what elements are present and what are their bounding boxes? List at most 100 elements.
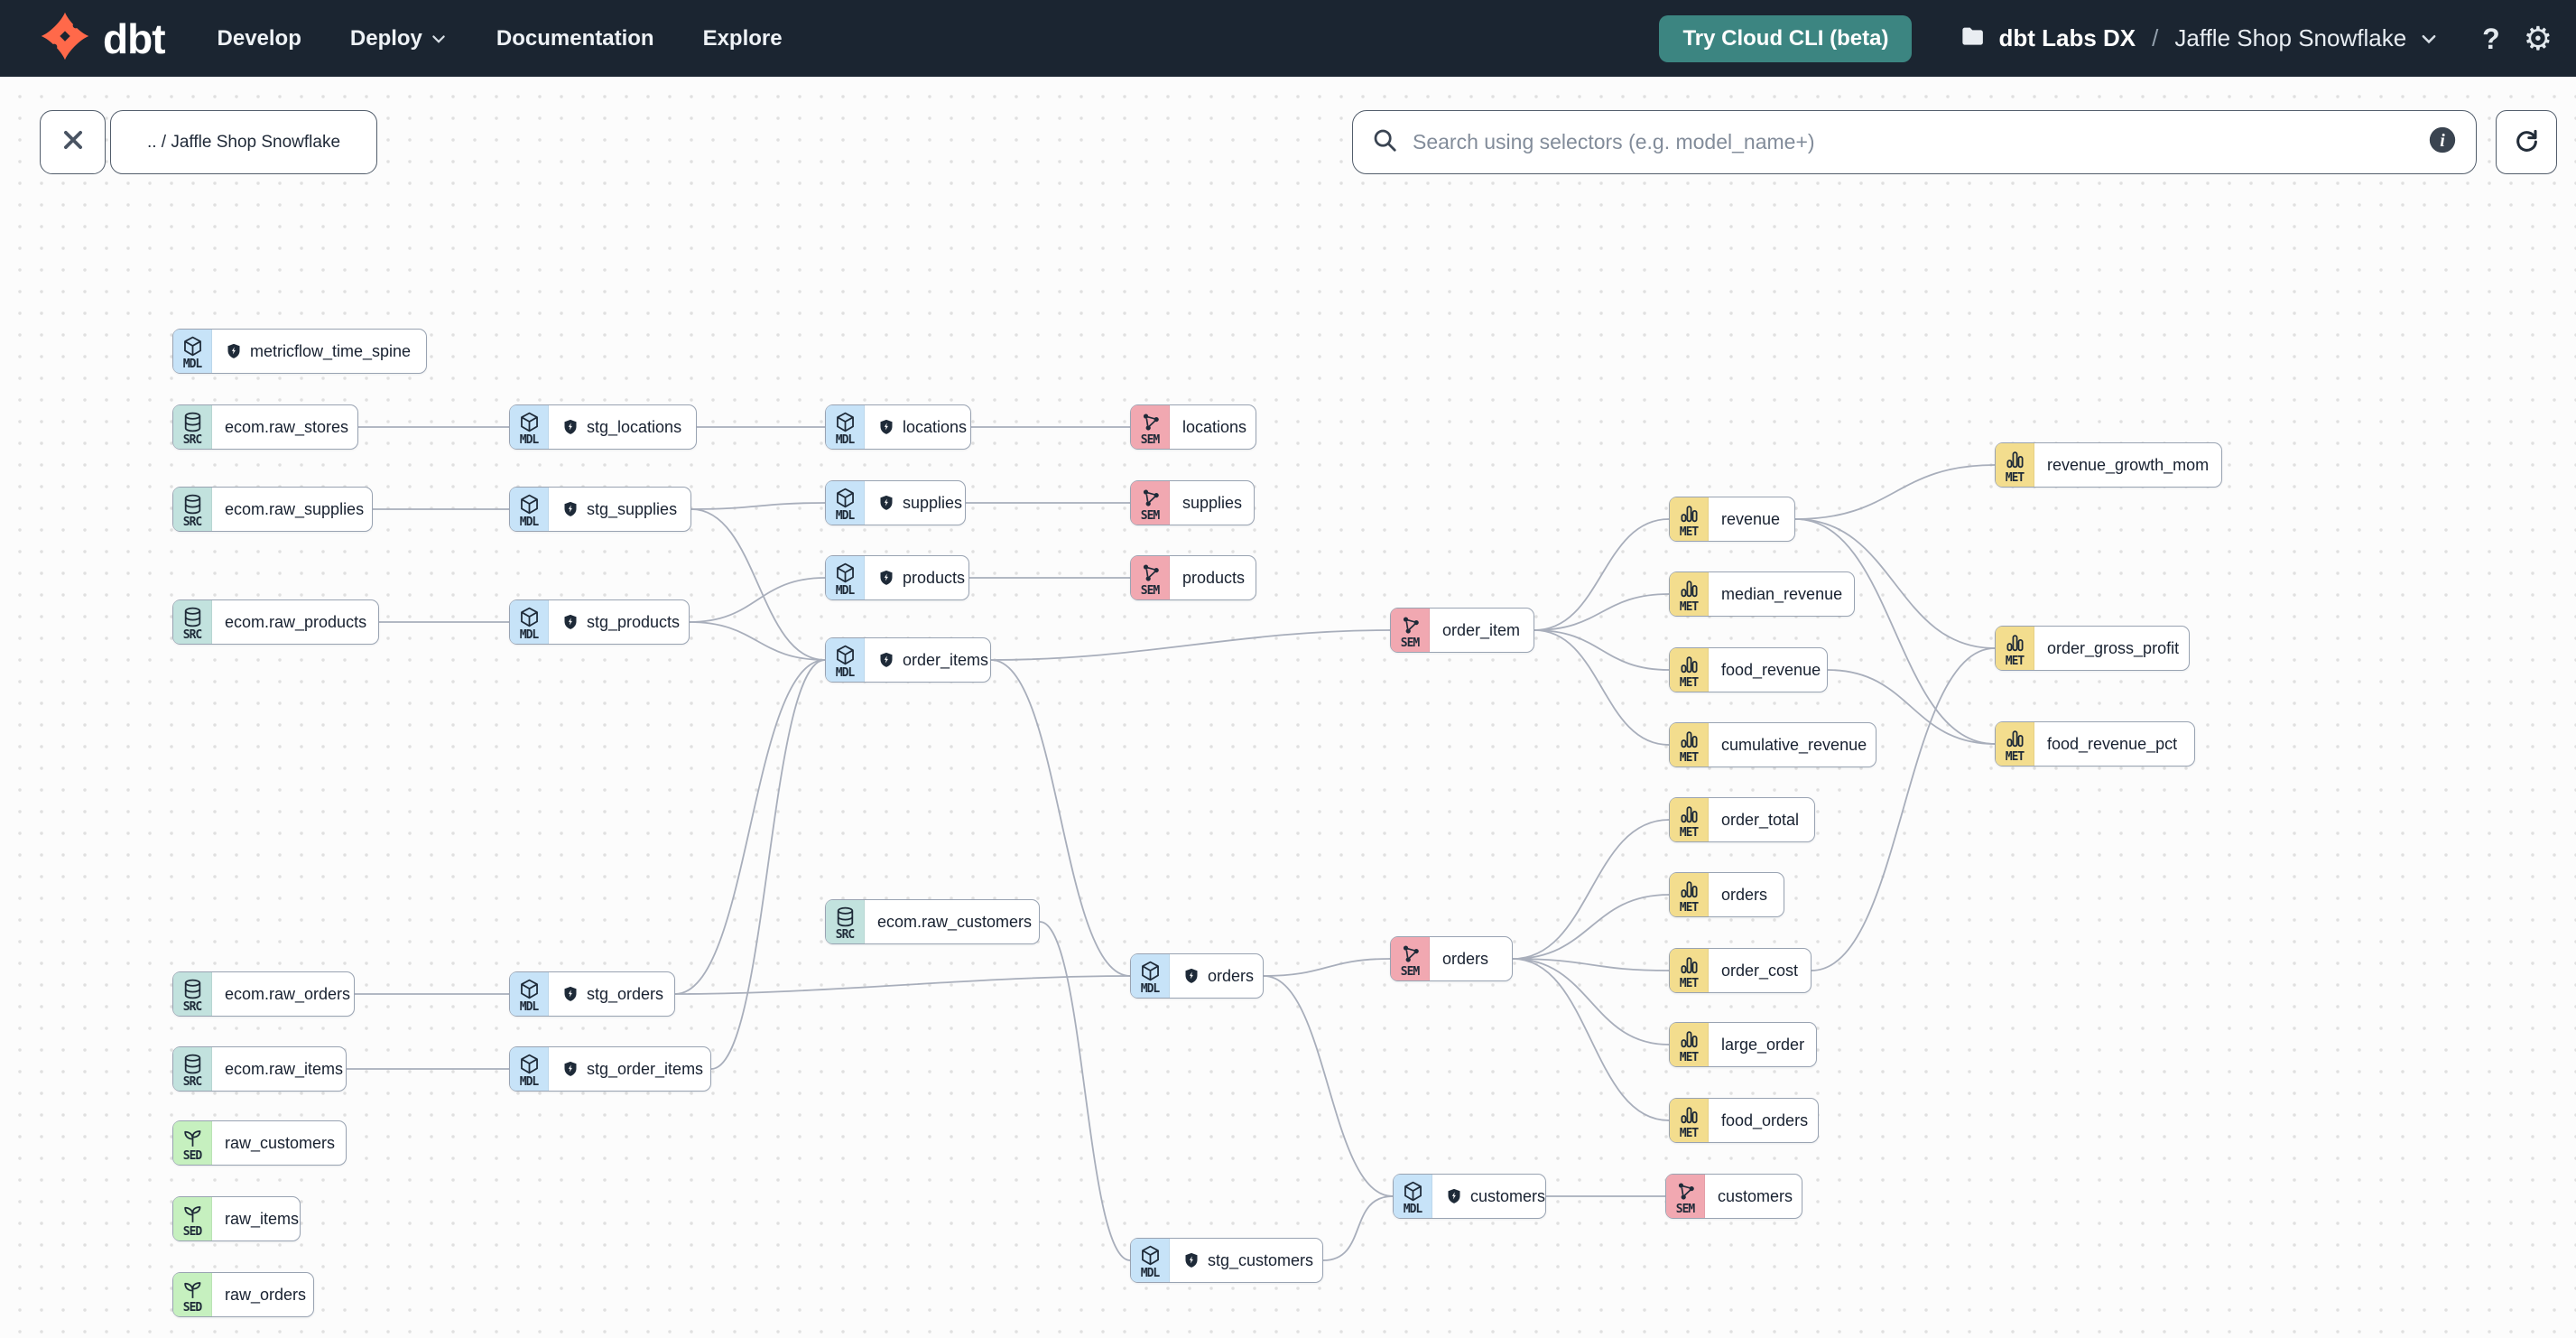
- nav-item-explore[interactable]: Explore: [703, 26, 783, 51]
- node-label: stg_supplies: [587, 499, 678, 518]
- shield-icon: [877, 418, 895, 436]
- node-label: locations: [1182, 417, 1247, 436]
- node-body: stg_customers: [1170, 1239, 1326, 1282]
- nav-item-label: Explore: [702, 25, 783, 51]
- database-icon: SRC: [173, 405, 212, 449]
- node-body: raw_orders: [212, 1273, 319, 1316]
- node-type-badge: SEM: [1675, 1202, 1696, 1216]
- node-body: order_total: [1709, 798, 1814, 841]
- node-label: order_cost: [1721, 961, 1799, 980]
- try-cloud-cli-button[interactable]: Try Cloud CLI (beta): [1659, 14, 1913, 62]
- node-type-badge: MET: [1679, 1126, 1700, 1140]
- node-type-badge: MDL: [835, 432, 856, 447]
- refresh-button[interactable]: [2496, 110, 2557, 174]
- dbt-logo-icon: [40, 11, 90, 66]
- breadcrumb[interactable]: .. / Jaffle Shop Snowflake: [110, 110, 377, 174]
- seedling-icon: SED: [173, 1197, 212, 1240]
- node-type-badge: MDL: [1403, 1202, 1423, 1216]
- node-label: products: [1182, 568, 1246, 587]
- node-body: stg_locations: [549, 405, 696, 449]
- node-body: revenue: [1709, 497, 1794, 541]
- node-large_order[interactable]: MET large_order: [1669, 1022, 1817, 1067]
- share-network-icon: SEM: [1131, 556, 1170, 599]
- info-icon[interactable]: i: [2427, 125, 2458, 160]
- node-label: cumulative_revenue: [1721, 735, 1867, 754]
- nav-item-develop[interactable]: Develop: [218, 26, 301, 51]
- topbar-icons: ? ⚙: [2482, 19, 2553, 57]
- help-icon[interactable]: ?: [2482, 22, 2500, 55]
- top-header-bar: dbt Develop Deploy Documentation Explore Tr…: [0, 0, 2576, 77]
- gear-icon[interactable]: ⚙: [2523, 19, 2553, 57]
- node-customers_mdl[interactable]: MDL customers: [1393, 1174, 1546, 1219]
- bar-chart-icon: MET: [1670, 873, 1709, 916]
- node-label: orders: [1442, 949, 1489, 968]
- nav-item-deploy[interactable]: Deploy: [350, 26, 448, 51]
- shield-icon: [225, 342, 243, 360]
- search-input[interactable]: [1411, 129, 2414, 155]
- node-body: order_cost: [1709, 949, 1811, 992]
- close-lineage-button[interactable]: [40, 110, 106, 174]
- dbt-logo[interactable]: dbt: [40, 11, 166, 66]
- lineage-canvas[interactable]: [0, 77, 2576, 1338]
- bar-chart-icon: MET: [1670, 648, 1709, 692]
- node-label: supplies: [903, 493, 963, 512]
- node-type-badge: SRC: [182, 627, 203, 642]
- node-products_sem[interactable]: SEM products: [1130, 555, 1256, 600]
- seedling-icon: SED: [173, 1121, 212, 1165]
- node-locations_sem[interactable]: SEM locations: [1130, 404, 1256, 450]
- shield-icon: [1182, 1251, 1200, 1269]
- database-icon: SRC: [826, 900, 865, 943]
- node-label: median_revenue: [1721, 584, 1843, 603]
- node-body: orders: [1709, 873, 1784, 916]
- node-type-badge: SEM: [1400, 636, 1421, 650]
- nav-item-documentation[interactable]: Documentation: [496, 26, 654, 51]
- node-type-badge: SED: [182, 1148, 203, 1163]
- cube-icon: MDL: [510, 972, 549, 1016]
- cube-icon: MDL: [510, 600, 549, 644]
- node-label: large_order: [1721, 1035, 1805, 1054]
- share-network-icon: SEM: [1131, 405, 1170, 449]
- cube-icon: MDL: [826, 405, 865, 449]
- seedling-icon: SED: [173, 1273, 212, 1316]
- project-switcher[interactable]: dbt Labs DX / Jaffle Shop Snowflake: [1959, 23, 2439, 54]
- node-type-badge: MET: [1679, 1050, 1700, 1064]
- shield-icon: [561, 1060, 579, 1078]
- node-label: customers: [1470, 1186, 1546, 1205]
